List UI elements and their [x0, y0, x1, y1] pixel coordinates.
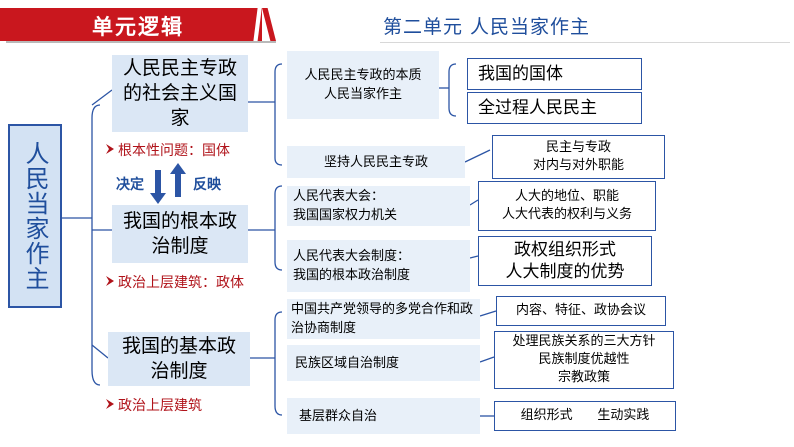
note-national-system: 根本性问题：国体: [118, 143, 230, 159]
note-marker-3: [106, 399, 114, 409]
node-npc-power-organ: 人民代表大会： 我国国家权力机关: [287, 186, 470, 226]
link-l2-4: [469, 255, 479, 259]
bracket-l1-2: [274, 185, 283, 271]
leaf-cppcc-content: 内容、特征、政协会议: [496, 296, 666, 326]
bracket-l2-1: [448, 63, 457, 117]
root-bracket: [91, 104, 101, 386]
note-markers: [106, 144, 114, 409]
node-ethnic-regional-autonomy: 民族区域自治制度: [287, 345, 480, 381]
down-arrow-shaft: [155, 170, 161, 195]
root-node: 人民当家作主: [8, 124, 62, 308]
arrow-label-reflects: 反映: [193, 177, 221, 193]
node-grassroots-self-governance: 基层群众自治: [287, 398, 480, 434]
down-arrow-head: [150, 193, 166, 204]
header-stripe-gap: [253, 8, 262, 41]
note-political-superstructure-regime: 政治上层建筑：政体: [118, 275, 244, 291]
note-political-superstructure: 政治上层建筑: [118, 398, 202, 414]
up-arrow-head: [170, 163, 186, 174]
leaf-self-governance-forms: 组织形式 生动实践: [494, 401, 676, 431]
leaf-regime-organization-form: 政权组织形式 人大制度的优势: [478, 236, 652, 286]
link-l2-2: [464, 149, 491, 163]
node-npc-system: 人民代表大会制度： 我国的根本政治制度: [287, 240, 470, 292]
arrows: [150, 163, 186, 204]
note-marker-2: [106, 276, 114, 286]
link-l2-6: [479, 356, 495, 363]
top-divider: [380, 42, 790, 43]
node-people-democratic-dictatorship: 人民民主专政的社会主义国家: [112, 55, 248, 132]
unit-title: 第二单元 人民当家作主: [383, 16, 591, 38]
node-basic-political-system: 我国的基本政治制度: [108, 332, 250, 386]
section-label: 单元逻辑: [92, 15, 184, 39]
link-l1-3: [91, 344, 109, 359]
arrow-label-decides: 决定: [116, 177, 144, 193]
link-l2-5: [479, 310, 497, 317]
leaf-ethnic-policy: 处理民族关系的三大方针 民族制度优越性 宗教政策: [494, 331, 674, 389]
up-arrow-shaft: [175, 172, 181, 197]
node-multi-party-cooperation: 中国共产党领导的多党合作和政治协商制度: [287, 299, 480, 339]
bracket-l1-3: [274, 311, 283, 416]
leaf-national-system: 我国的国体: [467, 58, 642, 90]
node-essence-of-dictatorship: 人民民主专政的本质 人民当家作主: [287, 51, 439, 119]
leaf-whole-process-democracy: 全过程人民民主: [467, 92, 642, 124]
leaf-npc-status-functions: 人大的地位、职能 人大代表的权利与义务: [478, 181, 656, 231]
node-uphold-dictatorship: 坚持人民民主专政: [287, 146, 465, 178]
node-fundamental-political-system: 我国的根本政治制度: [112, 205, 248, 263]
header-underline: [6, 41, 276, 43]
leaf-democracy-and-dictatorship: 民主与专政 对内与对外职能: [492, 135, 665, 179]
link-l2-3: [469, 199, 479, 206]
bracket-l1-1: [274, 63, 283, 166]
link-l1-1: [91, 89, 113, 106]
header-bar: [0, 8, 262, 41]
note-marker-1: [106, 144, 114, 154]
